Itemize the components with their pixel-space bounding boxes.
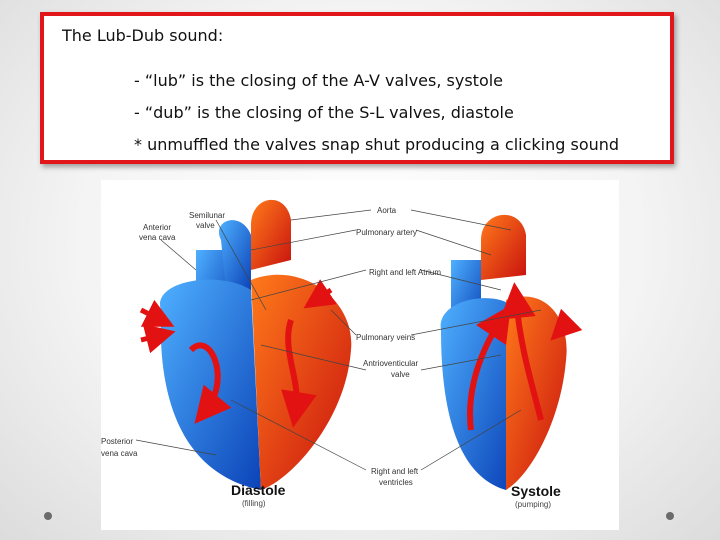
systole-heart (440, 214, 583, 490)
label-semilunar-2: valve (196, 221, 215, 230)
text-box: The Lub-Dub sound: - “lub” is the closin… (40, 12, 674, 164)
label-posterior: Posterior (101, 437, 133, 446)
aorta-left (251, 199, 291, 270)
left-heart-body-right-side (160, 279, 261, 490)
corner-dot-right (666, 512, 674, 520)
label-anterior-2: vena cava (139, 233, 176, 242)
systole-title: Systole (511, 483, 561, 499)
label-ventricles: Right and left (371, 467, 419, 476)
label-anterior: Anterior (143, 223, 171, 232)
label-av-valve: Antrioventicular (363, 359, 418, 368)
aorta-right (481, 214, 526, 280)
bullet-unmuffled: * unmuffled the valves snap shut produci… (134, 135, 620, 154)
diastole-heart (139, 199, 352, 490)
label-atrium: Right and left Atrium (369, 268, 441, 277)
heart-diagram: Semilunar valve Anterior vena cava Poste… (101, 180, 619, 530)
bullet-dub: - “dub” is the closing of the S-L valves… (134, 103, 514, 122)
label-pulmonary-veins: Pulmonary veins (356, 333, 415, 342)
diastole-subtitle: (filling) (242, 499, 266, 508)
pulmonary-artery-left (218, 220, 251, 290)
left-heart-body-left-side (251, 274, 352, 490)
diastole-title: Diastole (231, 482, 286, 498)
label-pulmonary-artery: Pulmonary artery (356, 228, 417, 237)
leader-lines (135, 209, 542, 471)
heart-illustration: Semilunar valve Anterior vena cava Poste… (101, 199, 583, 509)
label-ventricles-2: ventricles (379, 478, 413, 487)
label-av-valve-2: valve (391, 370, 410, 379)
corner-dot-left (44, 512, 52, 520)
bullet-lub: - “lub” is the closing of the A-V valves… (134, 71, 504, 90)
right-heart-body-right-side (440, 298, 511, 490)
systole-subtitle: (pumping) (515, 500, 551, 509)
label-posterior-2: vena cava (101, 449, 138, 458)
label-semilunar: Semilunar (189, 211, 225, 220)
label-aorta: Aorta (377, 206, 397, 215)
slide-title: The Lub-Dub sound: (62, 26, 224, 45)
